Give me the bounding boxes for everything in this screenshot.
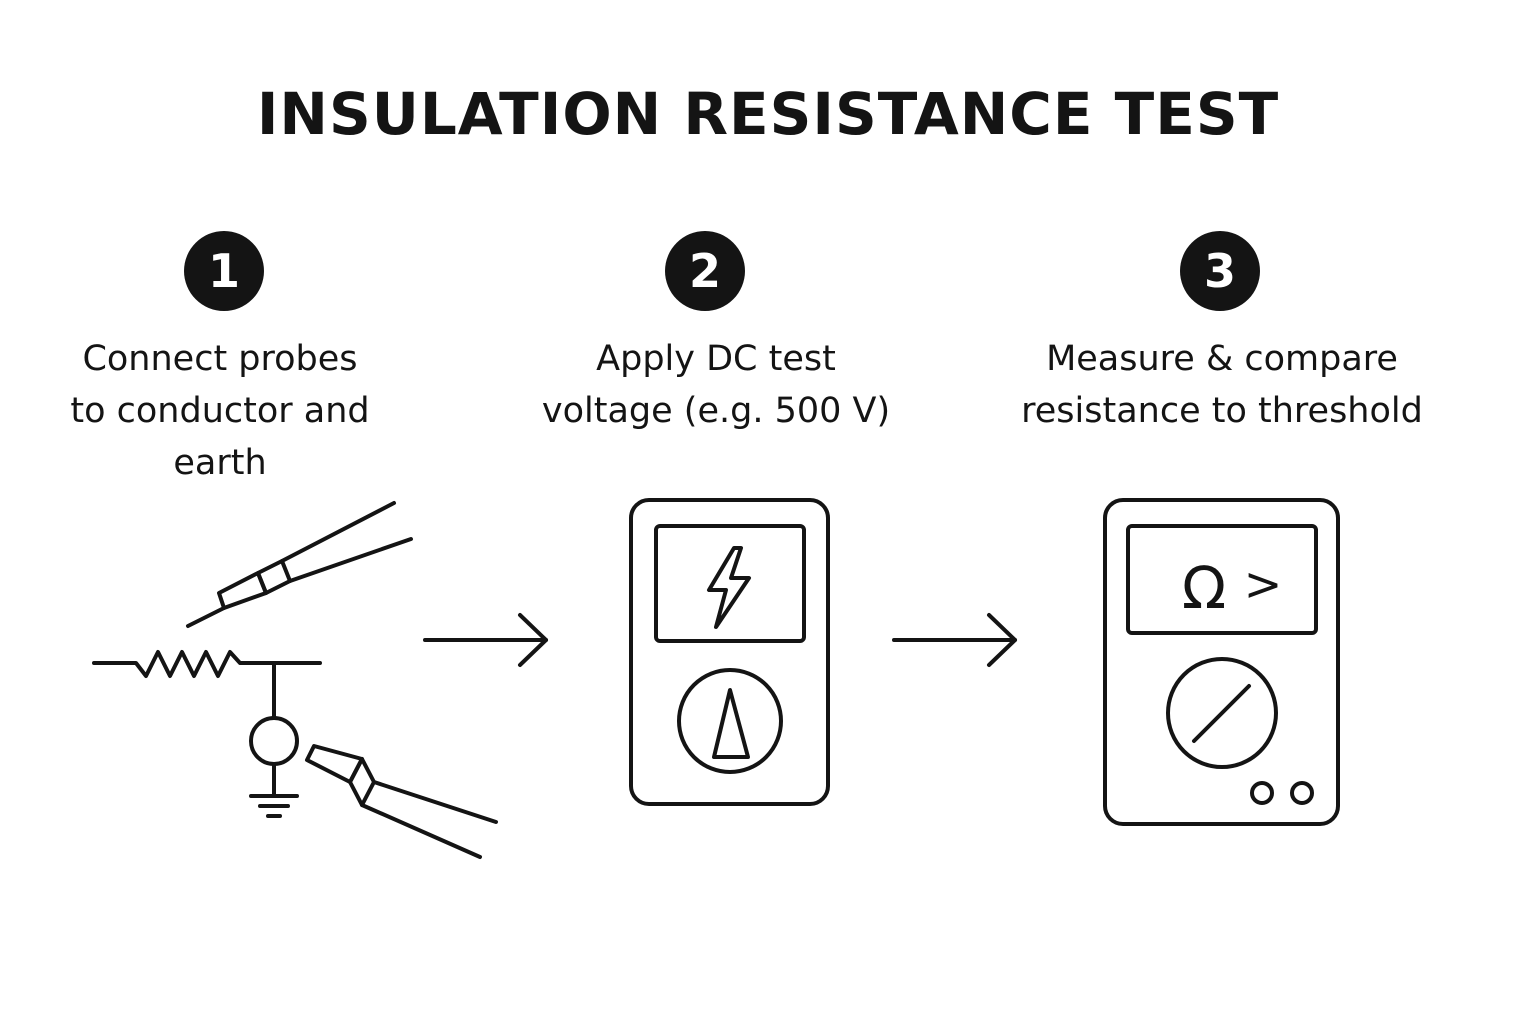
resistance-meter-icon: Ω >	[1103, 498, 1340, 826]
step-1-badge: 1	[184, 231, 264, 311]
meter-2-needle	[712, 688, 750, 759]
diagram-title: INSULATION RESISTANCE TEST	[256, 80, 1280, 148]
lower-probe	[305, 744, 498, 859]
meter-3-port-left	[1250, 781, 1274, 805]
meter-3-dial	[1166, 657, 1278, 769]
meter-3-body	[1103, 498, 1340, 826]
ohm-symbol: Ω	[1182, 554, 1226, 622]
meter-2-body	[629, 498, 830, 806]
meter-3-port-right	[1290, 781, 1314, 805]
meter-3-needle	[1192, 684, 1251, 743]
step-2-text: Apply DC test voltage (e.g. 500 V)	[541, 339, 891, 431]
meter-3-screen	[1126, 524, 1318, 635]
arrow-1-icon	[423, 613, 548, 667]
earth-ground-icon	[249, 661, 299, 818]
meter-2-screen	[654, 524, 806, 643]
step-3-text: Measure & compare resistance to threshol…	[1021, 339, 1423, 431]
greater-than-symbol: >	[1244, 557, 1283, 611]
step-3-badge: 3	[1180, 231, 1260, 311]
resistor-icon	[92, 650, 322, 678]
test-probes-icon	[186, 501, 498, 859]
voltage-meter-icon	[629, 498, 830, 806]
upper-probe	[186, 501, 413, 628]
lightning-bolt-icon	[707, 546, 751, 629]
step-1-text: Connect probes to conductor and earth	[70, 339, 370, 483]
arrow-2-icon	[892, 613, 1017, 667]
step-2-badge: 2	[665, 231, 745, 311]
meter-2-dial	[677, 668, 783, 774]
